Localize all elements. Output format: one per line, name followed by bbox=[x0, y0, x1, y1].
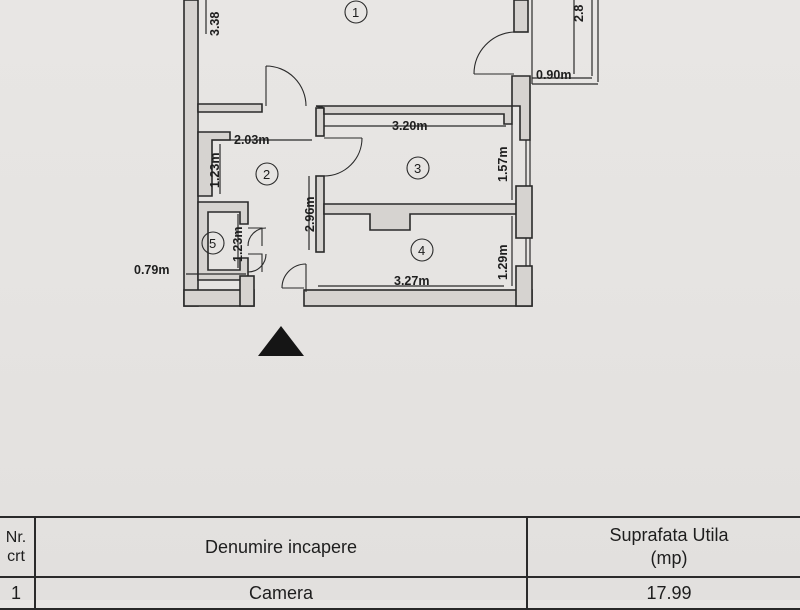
room-4-number: 4 bbox=[418, 243, 425, 258]
wall-room1-bottom-left bbox=[197, 103, 263, 113]
door-room3 bbox=[323, 137, 363, 177]
table-header-row: Nr. crt Denumire incapere Suprafata Util… bbox=[0, 516, 800, 578]
dimension-labels: 3.38 2.8 0.90m 2.03m 3.20m 1.23m 1.57m 2… bbox=[134, 5, 586, 288]
header-nr-line2: crt bbox=[7, 548, 25, 565]
dim-1-57: 1.57m bbox=[496, 147, 510, 182]
room-2-number: 2 bbox=[263, 167, 270, 182]
header-nr: Nr. crt bbox=[0, 516, 36, 578]
dim-3-38: 3.38 bbox=[208, 12, 222, 36]
dim-2-96: 2.96m bbox=[303, 197, 317, 232]
door-balcony bbox=[473, 31, 515, 75]
header-nr-line1: Nr. bbox=[5, 529, 27, 546]
row-area: 17.99 bbox=[526, 576, 800, 610]
room-3-circle bbox=[406, 156, 430, 180]
dim-2-8: 2.8 bbox=[572, 5, 586, 22]
wall-room3-room4 bbox=[323, 203, 519, 231]
wall-corridor-right-lower bbox=[315, 175, 325, 253]
wall-room1-window-frame bbox=[513, 0, 529, 33]
dim-3-27: 3.27m bbox=[394, 274, 429, 288]
row-name: Camera bbox=[34, 576, 528, 610]
dim-2-03: 2.03m bbox=[234, 133, 269, 147]
dimension-lines bbox=[186, 0, 575, 287]
dim-1-23-a: 1.23m bbox=[208, 153, 222, 188]
room-numbers: 1 2 3 4 5 bbox=[201, 0, 434, 262]
area-table: Nr. crt Denumire incapere Suprafata Util… bbox=[0, 516, 800, 610]
table-row: 1 Camera 17.99 bbox=[0, 576, 800, 610]
header-area-line2: (mp) bbox=[650, 548, 688, 568]
header-area: Suprafata Utila (mp) bbox=[526, 516, 800, 578]
row-nr: 1 bbox=[0, 576, 36, 610]
room-3-number: 3 bbox=[414, 161, 421, 176]
door-entrance bbox=[281, 263, 307, 289]
room-1-circle bbox=[344, 0, 368, 24]
wall-corridor-right-upper bbox=[315, 107, 325, 137]
room-4-circle bbox=[410, 238, 434, 262]
header-name: Denumire incapere bbox=[34, 516, 528, 578]
wall-bottom-right bbox=[303, 289, 533, 307]
door-room1 bbox=[265, 65, 307, 107]
dim-0-79: 0.79m bbox=[134, 263, 169, 277]
triangle-entrance-marker-icon bbox=[258, 326, 304, 356]
dim-3-20: 3.20m bbox=[392, 119, 427, 133]
room-1-number: 1 bbox=[352, 5, 359, 20]
header-area-line1: Suprafata Utila bbox=[609, 525, 729, 545]
room-5-circle bbox=[201, 231, 225, 255]
wall-room1-room3 bbox=[315, 105, 513, 125]
dim-1-23-b: 1.23m bbox=[231, 227, 245, 262]
dim-1-29: 1.29m bbox=[496, 245, 510, 280]
doors bbox=[247, 31, 515, 292]
walls bbox=[183, 0, 599, 307]
wall-right-low bbox=[515, 265, 533, 307]
wall-left-outer bbox=[183, 0, 199, 307]
wall-right-mid bbox=[515, 185, 533, 239]
door-room5-b bbox=[247, 253, 267, 273]
wall-right bbox=[511, 75, 531, 141]
room-5-number: 5 bbox=[209, 236, 216, 251]
door-room5 bbox=[247, 227, 267, 247]
dim-0-90: 0.90m bbox=[536, 68, 571, 82]
room-2-circle bbox=[255, 162, 279, 186]
wall-bottom-left-post bbox=[239, 275, 255, 307]
